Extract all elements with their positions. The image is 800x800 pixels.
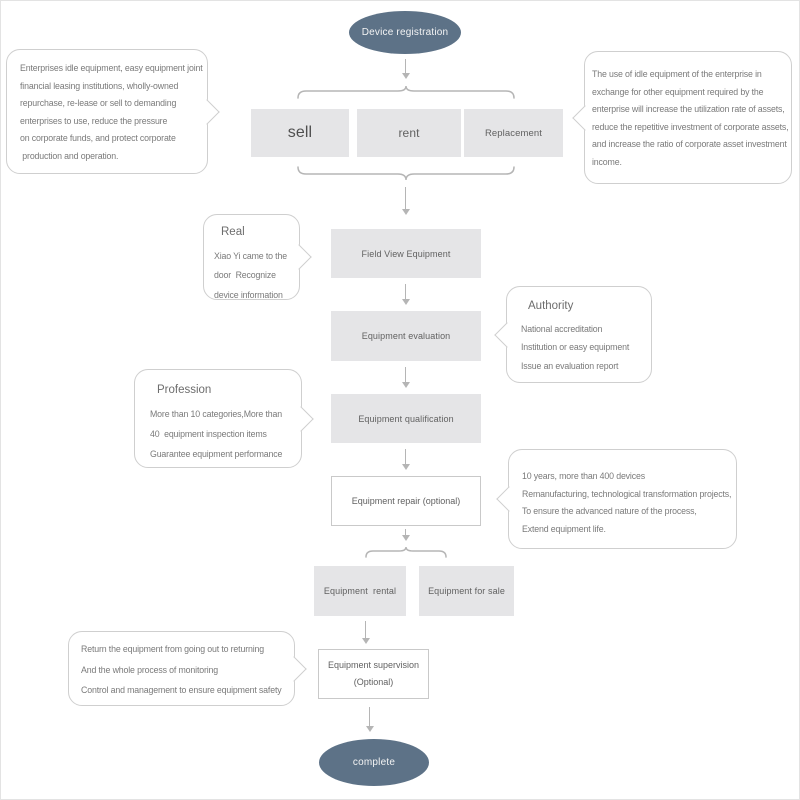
callout-line: Remanufacturing, technological transform…: [522, 488, 732, 499]
start-node: Device registration: [349, 11, 461, 54]
callout-line: income.: [592, 156, 622, 167]
callout-repair-info: 10 years, more than 400 devices Remanufa…: [496, 449, 737, 549]
step-repair: Equipment repair (optional): [331, 476, 481, 526]
callout-line: And the whole process of monitoring: [81, 664, 219, 675]
callout-line: More than 10 categories,More than: [150, 409, 282, 419]
start-node-label: Device registration: [361, 27, 449, 38]
callout-line: exchange for other equipment required by…: [592, 86, 764, 97]
brace-bottom: [297, 166, 515, 181]
callout-line: door Recognize: [214, 270, 276, 280]
callout-line: on corporate funds, and protect corporat…: [20, 133, 176, 143]
callout-replacement-benefit: The use of idle equipment of the enterpr…: [572, 51, 792, 184]
callout-line: To ensure the advanced nature of the pro…: [522, 506, 697, 516]
end-node-label: complete: [352, 757, 396, 768]
callout-line: 10 years, more than 400 devices: [522, 471, 645, 481]
step-field-view: Field View Equipment: [331, 229, 481, 278]
callout-line: financial leasing institutions, wholly-o…: [20, 80, 179, 91]
callout-line: Issue an evaluation report: [521, 360, 619, 371]
callout-supervision-info: Return the equipment from going out to r…: [68, 631, 307, 706]
step-evaluation: Equipment evaluation: [331, 311, 481, 361]
callout-tail-left-icon: [494, 321, 520, 348]
option-sell-label: sell: [287, 124, 313, 141]
callout-tail-left-icon: [496, 486, 522, 512]
end-node: complete: [319, 739, 429, 786]
step-supervision-sublabel: (Optional): [353, 677, 394, 687]
option-replacement-label: Replacement: [484, 127, 543, 139]
callout-line: Extend equipment life.: [522, 523, 606, 534]
step-supervision: Equipment supervision (Optional): [318, 649, 429, 699]
step-repair-label: Equipment repair (optional): [351, 496, 461, 506]
flow-arrow: [365, 707, 374, 732]
callout-sell-benefit: Enterprises idle equipment, easy equipme…: [6, 49, 220, 174]
callout-title: Real: [221, 226, 245, 238]
callout-line: production and operation.: [20, 150, 119, 161]
brace-split: [365, 546, 447, 558]
callout-line: 40 equipment inspection items: [150, 429, 267, 439]
step-qualification-label: Equipment qualification: [358, 413, 454, 424]
callout-line: enterprises to use, reduce the pressure: [20, 115, 168, 126]
option-box-rent: rent: [357, 109, 461, 157]
option-box-sell: sell: [251, 109, 349, 157]
step-rental: Equipment rental: [314, 566, 406, 616]
callout-line: reduce the repetitive investment of corp…: [592, 121, 789, 132]
flow-arrow: [401, 284, 410, 305]
step-supervision-label: Equipment supervision: [327, 660, 420, 670]
brace-top: [297, 85, 515, 99]
step-evaluation-label: Equipment evaluation: [361, 331, 451, 341]
callout-line: The use of idle equipment of the enterpr…: [592, 69, 762, 79]
flow-arrow: [401, 529, 410, 541]
callout-line: Guarantee equipment performance: [150, 449, 283, 459]
callout-line: Enterprises idle equipment, easy equipme…: [20, 63, 203, 73]
callout-line: device information: [214, 289, 283, 300]
callout-line: repurchase, re-lease or sell to demandin…: [20, 98, 177, 108]
callout-line: Institution or easy equipment: [521, 342, 630, 352]
flow-arrow: [401, 367, 410, 388]
callout-title: Authority: [528, 300, 574, 312]
callout-profession: Profession More than 10 categories,More …: [134, 369, 314, 468]
callout-line: Xiao Yi came to the: [214, 250, 287, 261]
step-field-view-label: Field View Equipment: [361, 248, 451, 259]
flow-arrow: [401, 187, 410, 215]
callout-line: Return the equipment from going out to r…: [81, 644, 265, 654]
callout-line: National accreditation: [521, 323, 603, 334]
flow-arrow: [401, 59, 410, 79]
callout-authority: Authority National accreditation Institu…: [494, 286, 652, 383]
callout-title: Profession: [157, 384, 212, 396]
flow-arrow: [361, 621, 370, 644]
callout-line: Control and management to ensure equipme…: [81, 685, 282, 695]
flow-arrow: [401, 449, 410, 470]
option-box-replacement: Replacement: [464, 109, 563, 157]
callout-line: and increase the ratio of corporate asse…: [592, 139, 787, 149]
step-qualification: Equipment qualification: [331, 394, 481, 443]
step-for-sale-label: Equipment for sale: [428, 586, 505, 596]
callout-real: Real Xiao Yi came to the door Recognize …: [203, 214, 312, 300]
option-rent-label: rent: [398, 126, 420, 140]
step-for-sale: Equipment for sale: [419, 566, 514, 616]
step-rental-label: Equipment rental: [323, 586, 397, 596]
callout-line: enterprise will increase the utilization…: [592, 104, 785, 114]
